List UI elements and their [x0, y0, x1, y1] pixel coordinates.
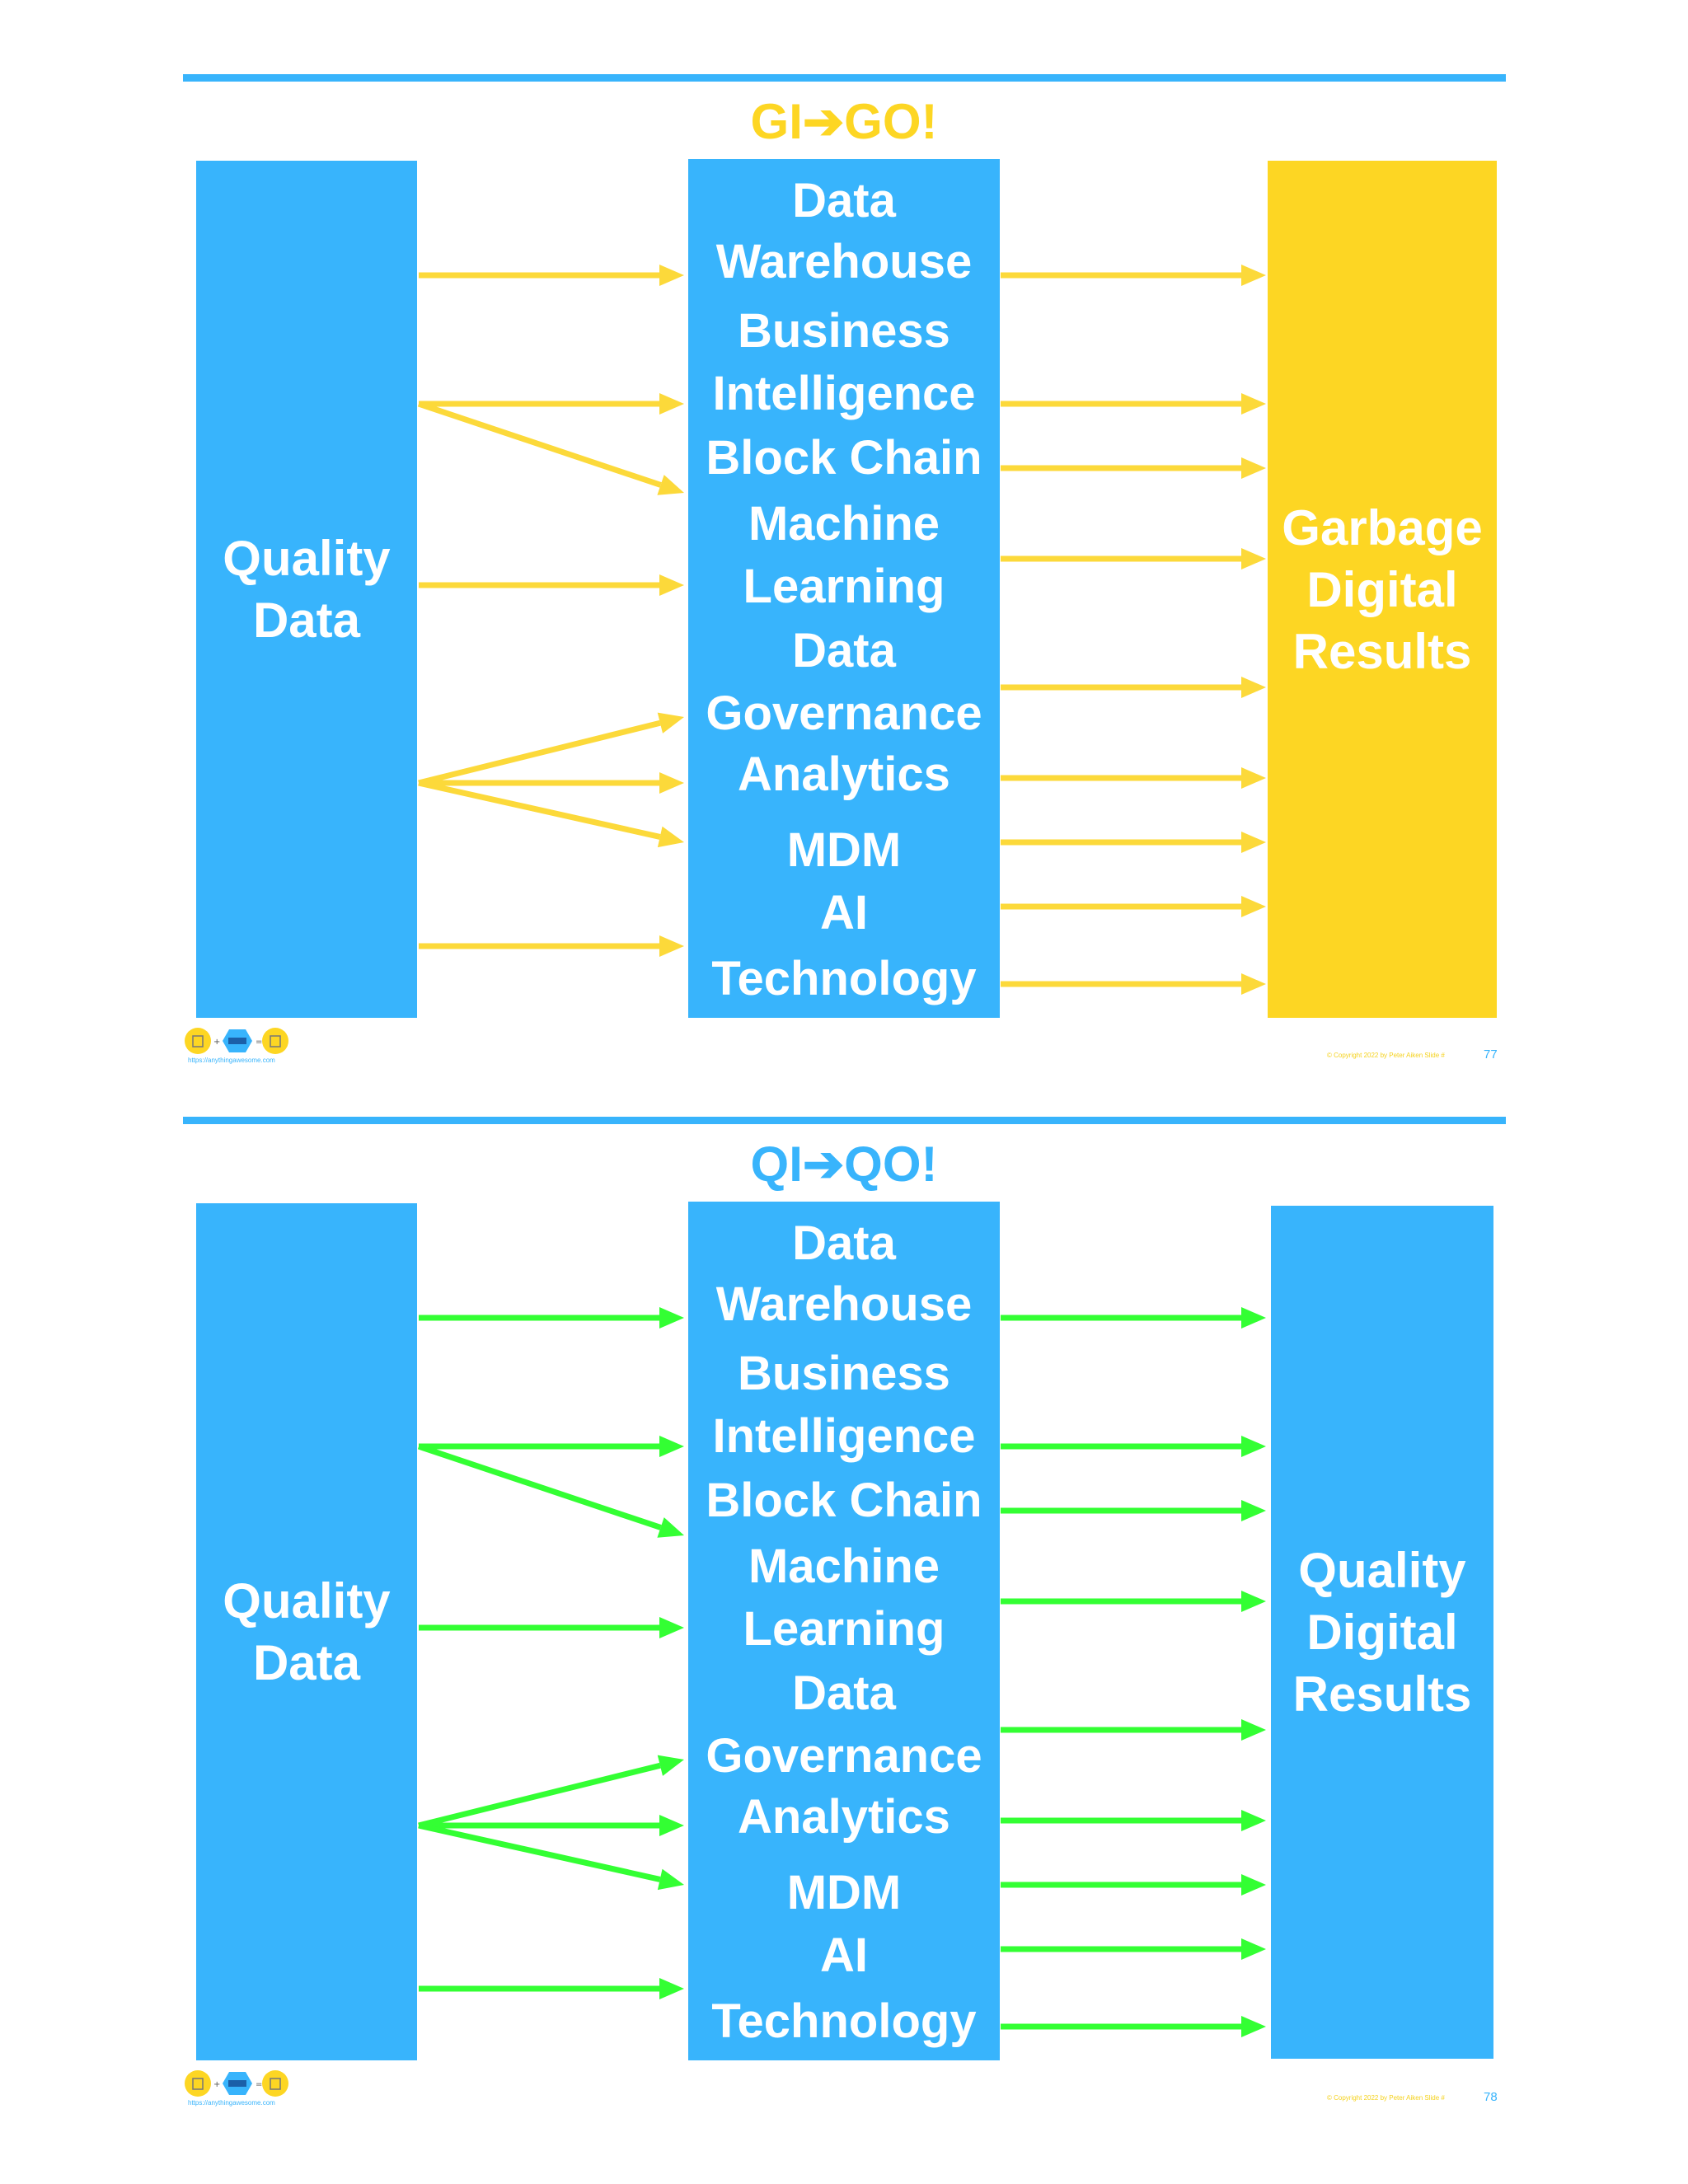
- flow-arrow: [419, 393, 684, 415]
- quality-digital-results-box: Quality Digital Results: [1271, 1206, 1493, 2059]
- flow-arrows: [417, 1307, 1266, 2037]
- flow-arrow: [419, 935, 684, 957]
- flow-arrow: [1001, 1307, 1266, 1329]
- stack-item-label: AI: [820, 1929, 868, 1982]
- flow-arrow: [419, 1617, 684, 1638]
- flow-arrow: [419, 265, 684, 286]
- flow-arrow: [1001, 832, 1266, 853]
- right-box-line-1: Quality: [1298, 1543, 1466, 1598]
- copyright-text: © Copyright 2022 by Peter Aiken Slide #: [1327, 1052, 1445, 1059]
- flow-arrow: [418, 780, 684, 848]
- slide-title: GI➔GO!: [750, 94, 938, 149]
- flow-arrow: [1001, 1500, 1266, 1521]
- flow-arrow: [1001, 1810, 1266, 1831]
- copyright-text: © Copyright 2022 by Peter Aiken Slide #: [1327, 2094, 1445, 2102]
- flow-arrow: [419, 1815, 684, 1836]
- stack-item-label: Governance: [706, 1729, 982, 1783]
- flow-arrow: [1001, 767, 1266, 789]
- stack-item-label: Learning: [743, 1602, 945, 1656]
- flow-arrow: [1001, 1719, 1266, 1741]
- flow-arrow: [419, 1307, 684, 1329]
- garbage-digital-results-box: Garbage Digital Results: [1268, 161, 1497, 1018]
- flow-arrow: [1001, 896, 1266, 917]
- svg-text:=: =: [256, 1038, 262, 1047]
- stack-item-label: Intelligence: [712, 367, 976, 420]
- svg-text:=: =: [256, 2080, 262, 2089]
- flow-arrow: [1001, 973, 1266, 995]
- flow-arrow: [418, 1755, 684, 1829]
- flow-arrow: [1001, 265, 1266, 286]
- stack-item-label: MDM: [786, 823, 902, 877]
- right-box-line-3: Results: [1292, 623, 1472, 679]
- flow-arrow: [418, 1822, 684, 1891]
- stack-item-label: Warehouse: [715, 235, 973, 288]
- stack-item-label: Analytics: [738, 748, 950, 801]
- left-box-line-1: Quality: [223, 531, 391, 586]
- stack-item-label: Machine: [748, 497, 940, 551]
- flow-arrow: [1001, 1436, 1266, 1457]
- stack-item-label: Learning: [743, 560, 945, 613]
- stack-item-label: Block Chain: [706, 431, 982, 485]
- stack-item-label: Data: [792, 174, 896, 227]
- flow-arrow: [1001, 2016, 1266, 2037]
- stack-item-label: Technology: [711, 1994, 977, 2048]
- stack-item-label: Business: [738, 304, 950, 358]
- stack-item-label: Data: [792, 624, 896, 677]
- stack-item-label: AI: [820, 886, 868, 940]
- right-box-line-1: Garbage: [1282, 499, 1483, 555]
- stack-item-label: MDM: [786, 1866, 902, 1919]
- flow-arrow: [417, 1443, 684, 1538]
- svg-text:+: +: [213, 1038, 220, 1047]
- flow-arrow: [419, 772, 684, 794]
- flow-arrows: [417, 265, 1266, 995]
- flow-arrow: [419, 1978, 684, 1999]
- stack-item-label: Data: [792, 1216, 896, 1270]
- page-number: 78: [1484, 2090, 1498, 2104]
- flow-arrow: [419, 574, 684, 596]
- slide-top-bar: [183, 74, 1506, 82]
- flow-arrow: [417, 401, 684, 495]
- flow-arrow: [1001, 1591, 1266, 1612]
- stack-item-label: Technology: [711, 952, 977, 1005]
- right-box-line-3: Results: [1292, 1666, 1472, 1722]
- stack-item-label: Block Chain: [706, 1474, 982, 1527]
- flow-arrow: [1001, 548, 1266, 569]
- flow-arrow: [1001, 1874, 1266, 1896]
- left-box-line-2: Data: [252, 1635, 361, 1690]
- stack-item-label: Analytics: [738, 1790, 950, 1844]
- flow-arrow: [1001, 393, 1266, 415]
- logo-url: https://anythingawesome.com: [188, 1057, 275, 1064]
- left-box-line-2: Data: [252, 593, 361, 648]
- quality-data-box: Quality Data: [196, 161, 417, 1018]
- flow-arrow: [1001, 677, 1266, 698]
- anythingawesome-logo: + =: [185, 2070, 288, 2097]
- stack-item-label: Governance: [706, 687, 982, 740]
- right-box-line-2: Digital: [1306, 561, 1458, 617]
- right-box-line-2: Digital: [1306, 1605, 1458, 1660]
- stack-item-label: Machine: [748, 1540, 940, 1593]
- anythingawesome-logo: + =: [185, 1028, 288, 1054]
- flow-arrow: [1001, 1938, 1266, 1960]
- quality-data-box: Quality Data: [196, 1203, 417, 2060]
- svg-text:+: +: [213, 2080, 220, 2089]
- page-number: 77: [1484, 1047, 1498, 1062]
- flow-arrow: [418, 712, 684, 786]
- flow-arrow: [1001, 457, 1266, 479]
- flow-arrow: [419, 1436, 684, 1457]
- stack-item-label: Warehouse: [715, 1277, 973, 1331]
- stack-item-label: Business: [738, 1347, 950, 1400]
- left-box-line-1: Quality: [223, 1573, 391, 1629]
- slide-title: QI➔QO!: [750, 1137, 938, 1192]
- logo-url: https://anythingawesome.com: [188, 2099, 275, 2107]
- stack-item-label: Data: [792, 1666, 896, 1720]
- slide-top-bar: [183, 1117, 1506, 1124]
- stack-item-label: Intelligence: [712, 1409, 976, 1463]
